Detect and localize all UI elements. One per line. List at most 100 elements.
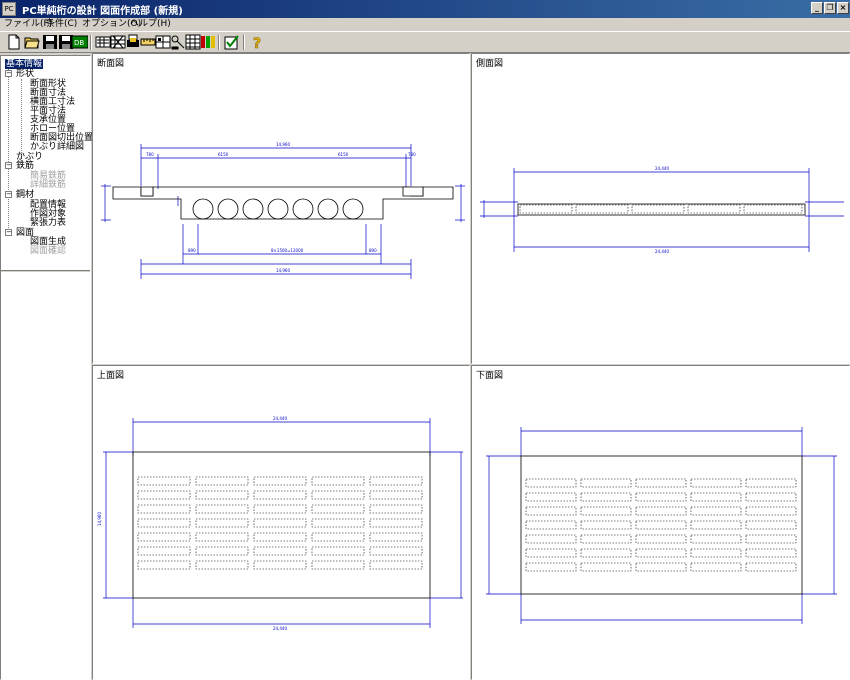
toolbar-separator: [243, 35, 245, 50]
hollow-slot: [137, 532, 191, 542]
menu-options[interactable]: オプション(O): [82, 19, 142, 29]
menu-file[interactable]: ファイル(F): [4, 19, 53, 29]
hollow-slot: [690, 520, 742, 530]
tree-item-steel[interactable]: 鋼材: [16, 190, 35, 200]
tree-item-section-shape[interactable]: 断面形状: [30, 79, 67, 89]
dim-seg-a: 890: [188, 248, 196, 253]
hollow-slot: [195, 518, 249, 528]
tree-item-simple-rebar[interactable]: 簡易鉄筋: [30, 171, 67, 181]
tree-item-plan-dims[interactable]: 平面寸法: [30, 106, 67, 116]
tree-item-drawing[interactable]: 図面: [16, 228, 35, 238]
hollow-slot: [525, 534, 577, 544]
hollow-slot: [195, 532, 249, 542]
hollow-slot: [525, 548, 577, 558]
hollow-slot: [635, 562, 687, 572]
tree-item-bearing-pos[interactable]: 支承位置: [30, 115, 67, 125]
top-view-pane[interactable]: 上面図 24,440 24,440 14,960: [92, 365, 470, 680]
hollow-slot: [580, 562, 632, 572]
hollow-slot: [311, 560, 365, 570]
tree-item-section-dims[interactable]: 断面寸法: [30, 88, 67, 98]
side-view-pane[interactable]: 側面図 24,440 24,440: [471, 53, 850, 364]
hollow-slot: [195, 490, 249, 500]
bottom-view-pane[interactable]: 下面図: [471, 365, 850, 680]
hollow-slot: [525, 520, 577, 530]
tree-item-cover-detail[interactable]: かぶり詳細図: [30, 142, 85, 152]
menu-help[interactable]: ヘルプ(H): [130, 19, 171, 29]
hollow-slot: [311, 490, 365, 500]
print-icon[interactable]: [125, 34, 141, 50]
tree-item-detail-rebar[interactable]: 詳細鉄筋: [30, 180, 67, 190]
hollow-slot: [580, 506, 632, 516]
keyboard-icon[interactable]: [95, 34, 111, 50]
hollow-slot: [525, 478, 577, 488]
help-icon[interactable]: ?: [249, 34, 265, 50]
hollow-slot: [137, 504, 191, 514]
cross-section-icon[interactable]: [155, 34, 171, 50]
checkmark-icon[interactable]: [224, 34, 240, 50]
tree-item-generate[interactable]: 図面生成: [30, 237, 67, 247]
window-title: PC単純桁の設計 図面作成部 (新規): [22, 6, 183, 17]
tree-item-tension-table[interactable]: 緊張力表: [30, 218, 67, 228]
hollow-slot: [253, 532, 307, 542]
menu-bar: ファイル(F) 条件(C) オプション(O) ヘルプ(H): [0, 18, 850, 31]
top-view-title: 上面図: [97, 371, 125, 381]
hollow-slot: [745, 548, 797, 558]
save-as-icon[interactable]: [58, 34, 74, 50]
tree-item-hollow-pos[interactable]: ホロー位置: [30, 124, 76, 134]
hollow-slot: [580, 478, 632, 488]
tree-item-rebar[interactable]: 鉄筋: [16, 161, 35, 171]
dim-right-width: 780: [408, 152, 416, 157]
side-view-title: 側面図: [476, 59, 504, 69]
minimize-button[interactable]: _: [811, 2, 823, 14]
hollow-slot: [253, 504, 307, 514]
bottom-drawing: [486, 427, 837, 624]
hollow-slot: [195, 560, 249, 570]
color-bars-icon[interactable]: [200, 34, 216, 50]
open-folder-icon[interactable]: [24, 34, 40, 50]
tree-item-shape[interactable]: 形状: [16, 69, 35, 79]
ruler-icon[interactable]: [140, 34, 156, 50]
section-view-pane[interactable]: 断面図: [92, 53, 470, 364]
restore-button[interactable]: ❐: [824, 2, 836, 14]
tree-item-confirm[interactable]: 図面確認: [30, 246, 67, 256]
svg-text:?: ?: [253, 36, 261, 50]
dim-span-right: 6150: [338, 152, 349, 157]
collapse-rebar-icon[interactable]: −: [5, 161, 12, 169]
hollow-slot: [369, 490, 423, 500]
hollow-slot: [580, 520, 632, 530]
hollow-slot: [690, 548, 742, 558]
grid-icon[interactable]: [185, 34, 201, 50]
dim-bottom-total: 14,960: [276, 268, 290, 273]
hollow-slot: [311, 476, 365, 486]
tree-item-basic-info[interactable]: 基本情報: [5, 59, 44, 69]
bottom-view-title: 下面図: [476, 371, 504, 381]
dim-overall-top: 14,960: [276, 142, 290, 147]
close-button[interactable]: ×: [837, 2, 849, 14]
hollow-slot: [635, 478, 687, 488]
dim-plan-top: 24,440: [273, 416, 287, 421]
table-icon[interactable]: [110, 34, 126, 50]
dim-side-top: 24,440: [655, 166, 669, 171]
tree-item-cross-dims[interactable]: 横面工寸法: [30, 97, 76, 107]
hollow-slot: [195, 504, 249, 514]
collapse-steel-icon[interactable]: −: [5, 190, 12, 198]
hollow-slot: [745, 520, 797, 530]
app-icon[interactable]: PC: [2, 2, 16, 16]
tree-item-cover[interactable]: かぶり: [16, 152, 44, 162]
hollow-slot: [580, 534, 632, 544]
tree-item-draw-target[interactable]: 作図対象: [30, 209, 67, 219]
collapse-drawing-icon[interactable]: −: [5, 228, 12, 236]
new-file-icon[interactable]: [6, 34, 22, 50]
tools-icon[interactable]: [170, 34, 186, 50]
hollow-slot: [635, 534, 687, 544]
collapse-shape-icon[interactable]: −: [5, 69, 12, 77]
tree-item-placement[interactable]: 配置情報: [30, 200, 67, 210]
menu-conditions[interactable]: 条件(C): [46, 19, 78, 29]
hollow-slot: [253, 518, 307, 528]
tree-item-cut-pos[interactable]: 断面図切出位置: [30, 133, 94, 143]
side-drawing: 24,440 24,440: [480, 166, 844, 254]
save-icon[interactable]: [42, 34, 58, 50]
hollow-slot: [745, 506, 797, 516]
tree-divider: [1, 270, 90, 272]
export-icon[interactable]: DB: [72, 34, 88, 50]
